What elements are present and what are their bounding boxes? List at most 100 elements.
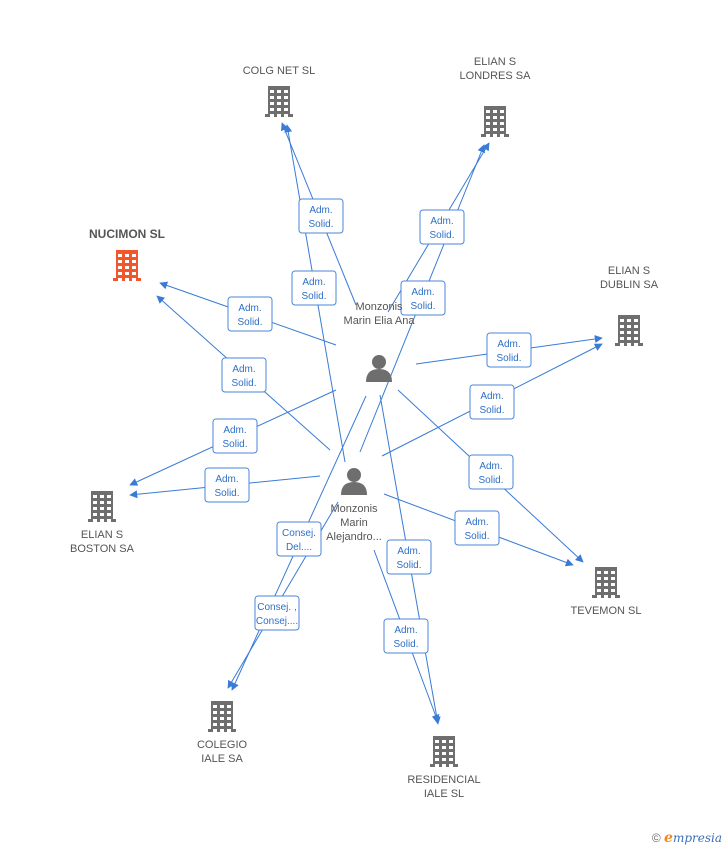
relation-label-box: [454, 510, 500, 546]
relation-label-text: Adm.: [480, 391, 503, 402]
building-icon: [481, 106, 509, 137]
company-node-colegio[interactable]: COLEGIO IALE SA: [197, 701, 248, 765]
relation-label[interactable]: Adm. Solid.: [221, 357, 267, 393]
relation-label[interactable]: Consej. Del....: [276, 521, 322, 557]
building-icon: [208, 701, 236, 732]
relation-label-box: [276, 521, 322, 557]
company-node-colg[interactable]: COLG NET SL: [243, 65, 316, 117]
relation-label-text: Solid.: [478, 475, 503, 486]
relation-label-box: [221, 357, 267, 393]
node-label-text: Monzonis: [330, 503, 378, 515]
copyright-icon: ©: [651, 831, 661, 845]
relation-label-text: Consej. ,: [257, 602, 296, 613]
relation-label-text: Adm.: [465, 517, 488, 528]
building-icon: [88, 491, 116, 522]
node-label-text: ELIAN S: [81, 529, 123, 541]
nodes-layer: COLG NET SL ELIAN S LONDRES SA NUCIMON SL EL…: [70, 56, 659, 800]
relation-label-text: Solid.: [237, 317, 262, 328]
relation-label-text: Solid.: [308, 219, 333, 230]
relation-label-text: Del....: [286, 542, 312, 553]
building-icon: [592, 567, 620, 598]
relation-label[interactable]: Adm. Solid.: [419, 209, 465, 245]
building-icon: [113, 250, 141, 281]
company-node-boston[interactable]: ELIAN S BOSTON SA: [70, 491, 135, 555]
edges-layer: [129, 122, 603, 725]
relation-label-text: Solid.: [429, 230, 454, 241]
company-node-dublin[interactable]: ELIAN S DUBLIN SA: [600, 265, 659, 346]
relation-label-box: [227, 296, 273, 332]
relation-label-box: [298, 198, 344, 234]
company-node-nucimon[interactable]: NUCIMON SL: [89, 227, 165, 281]
node-label-text: DUBLIN SA: [600, 279, 659, 291]
relation-label[interactable]: Adm. Solid.: [298, 198, 344, 234]
relation-label-text: Adm.: [430, 216, 453, 227]
node-label-text: Marin: [340, 517, 368, 529]
relation-label[interactable]: Adm. Solid.: [468, 454, 514, 490]
relation-label[interactable]: Adm. Solid.: [204, 467, 250, 503]
relation-label-text: Adm.: [238, 303, 261, 314]
building-icon: [430, 736, 458, 767]
relation-label-box: [486, 332, 532, 368]
person-icon: [341, 468, 367, 495]
node-label-text: LONDRES SA: [460, 70, 532, 82]
relation-label-text: Adm.: [215, 474, 238, 485]
relation-label-text: Solid.: [222, 439, 247, 450]
relation-label-text: Adm.: [223, 425, 246, 436]
relation-label-box: [291, 270, 337, 306]
company-node-londres[interactable]: ELIAN S LONDRES SA: [460, 56, 532, 137]
node-label-text: IALE SA: [201, 753, 243, 765]
relation-label-text: Adm.: [497, 339, 520, 350]
node-label-text: COLG NET SL: [243, 65, 316, 77]
node-label-text: NUCIMON SL: [89, 227, 165, 241]
relation-label-text: Solid.: [301, 291, 326, 302]
relation-label[interactable]: Adm.Solid.: [454, 510, 500, 546]
relation-label-text: Consej.: [282, 528, 316, 539]
relation-label[interactable]: Adm. Solid.: [212, 418, 258, 454]
relation-label[interactable]: Adm.Solid.: [400, 280, 446, 316]
relation-label-text: Solid.: [479, 405, 504, 416]
relation-label-text: Solid.: [231, 378, 256, 389]
node-label-text: RESIDENCIAL: [407, 774, 480, 786]
node-label-text: Marin Elia Ana: [344, 315, 416, 327]
relation-label-text: Solid.: [393, 639, 418, 650]
relation-label-text: Adm.: [397, 546, 420, 557]
relation-label-text: Adm.: [309, 205, 332, 216]
node-label-text: BOSTON SA: [70, 543, 135, 555]
relation-label-box: [212, 418, 258, 454]
company-node-tevemon[interactable]: TEVEMON SL: [571, 567, 642, 617]
footer-brand[interactable]: © empresia: [652, 830, 722, 846]
relation-label-box: [204, 467, 250, 503]
node-label-text: ELIAN S: [608, 265, 650, 277]
empresia-logo: empresia: [664, 830, 722, 846]
node-label-text: TEVEMON SL: [571, 605, 642, 617]
relation-label-text: Adm.: [479, 461, 502, 472]
relation-label[interactable]: Adm.Solid.: [383, 618, 429, 654]
relation-label-text: Solid.: [410, 301, 435, 312]
relation-label-box: [386, 539, 432, 575]
node-label-text: Alejandro...: [326, 531, 382, 543]
relation-label-box: [469, 384, 515, 420]
relation-label[interactable]: Consej. ,Consej....: [254, 595, 300, 631]
node-label-text: ELIAN S: [474, 56, 516, 68]
relation-label-text: Solid.: [396, 560, 421, 571]
relation-label[interactable]: Adm.Solid.: [291, 270, 337, 306]
relation-label[interactable]: Adm. Solid.: [227, 296, 273, 332]
relation-label-box: [383, 618, 429, 654]
relation-label[interactable]: Adm.Solid.: [486, 332, 532, 368]
relation-label-box: [400, 280, 446, 316]
relation-label-box: [468, 454, 514, 490]
node-label-text: COLEGIO: [197, 739, 248, 751]
relation-label-text: Solid.: [214, 488, 239, 499]
relation-label-box: [419, 209, 465, 245]
person-icon: [366, 355, 392, 382]
relation-label-text: Adm.: [232, 364, 255, 375]
relation-label-box: [254, 595, 300, 631]
node-label-text: Monzonis: [355, 301, 403, 313]
relation-label[interactable]: Adm. Solid.: [386, 539, 432, 575]
edge-labels-layer: Adm. Solid. Adm. Solid. Adm. Solid. Adm. Solid.…: [204, 198, 532, 654]
person-node-alejandro[interactable]: MonzonisMarinAlejandro...: [326, 468, 382, 543]
relation-label[interactable]: Adm. Solid.: [469, 384, 515, 420]
